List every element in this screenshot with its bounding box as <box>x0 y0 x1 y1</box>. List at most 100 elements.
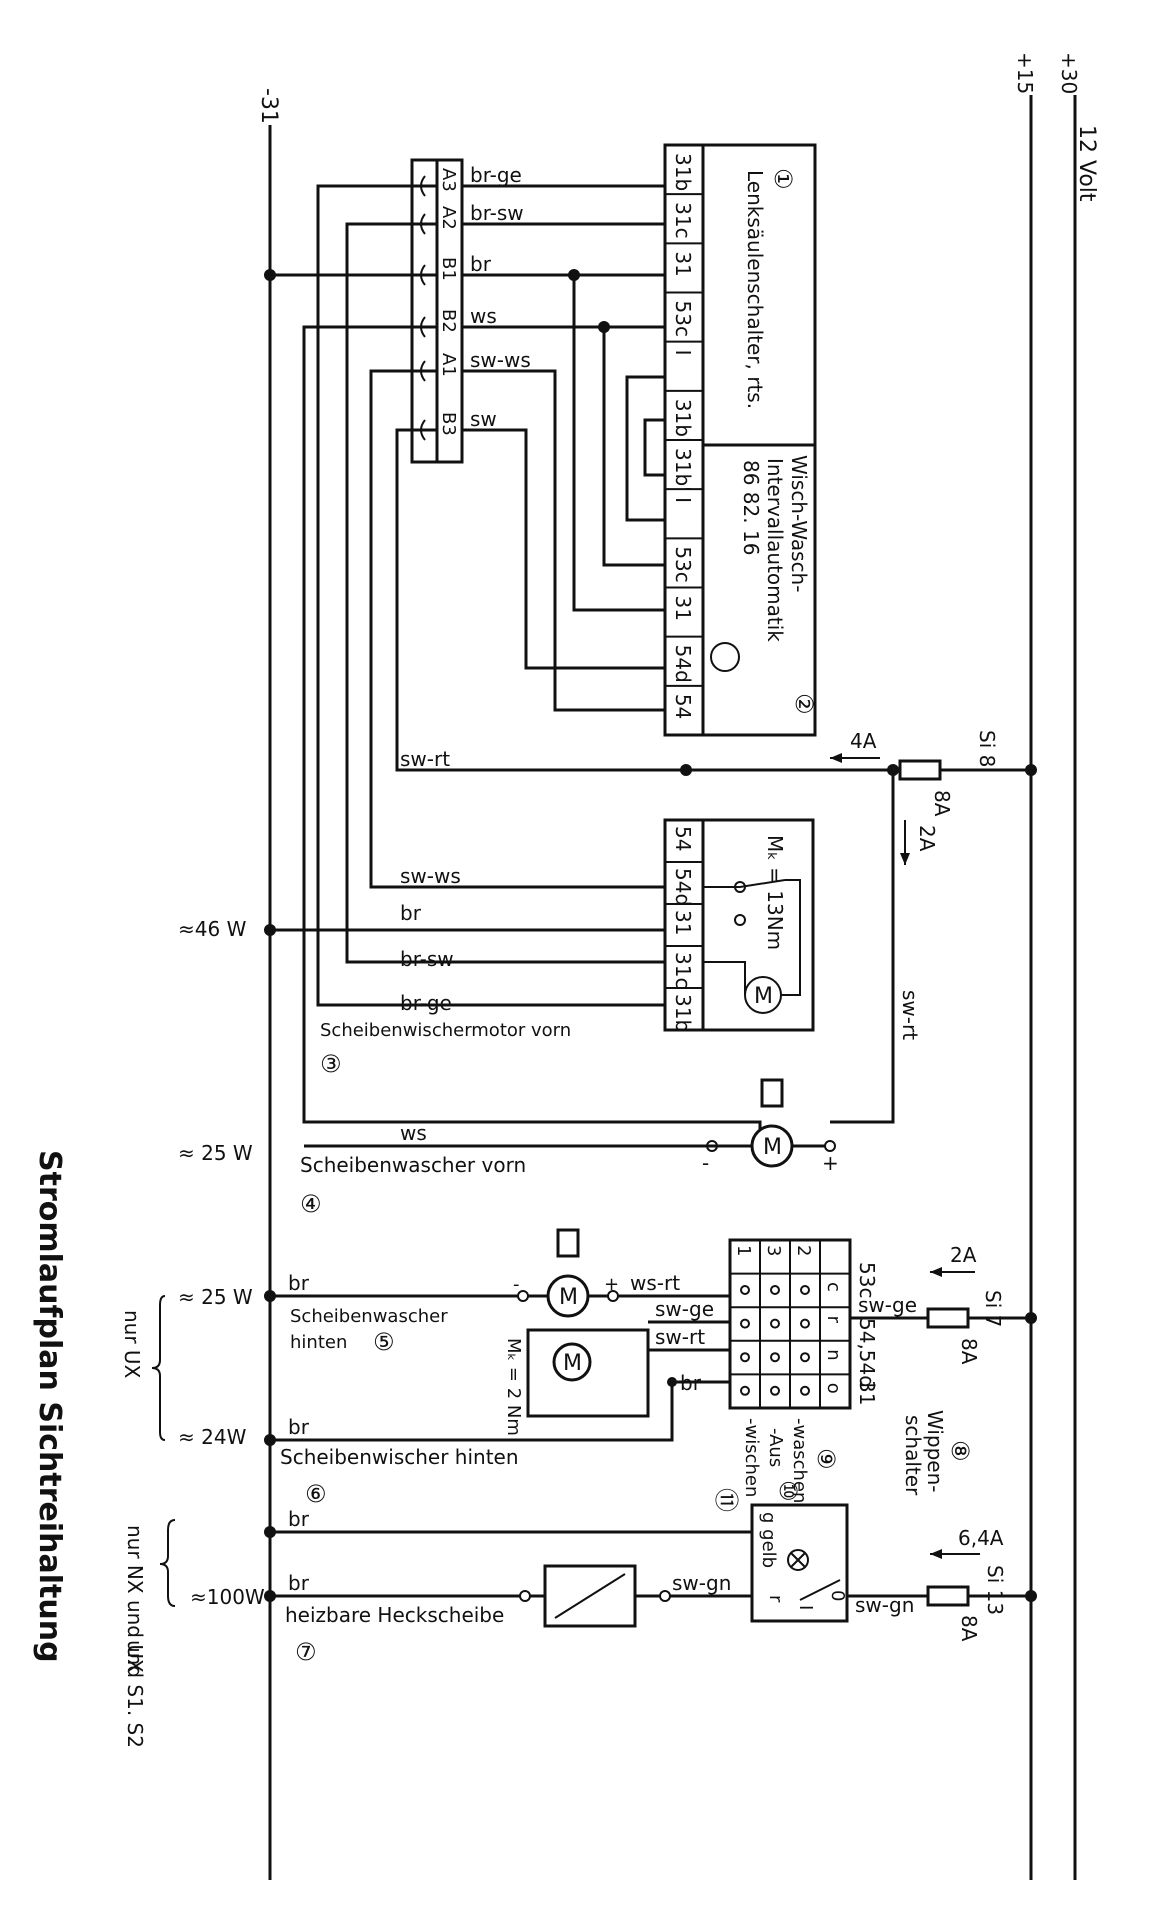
node-ground-c7 <box>264 1590 276 1602</box>
node-plus15-2 <box>1025 1312 1037 1324</box>
switch-contact <box>740 1352 750 1363</box>
node-31 <box>568 269 580 281</box>
c5-number: ⑤ <box>373 1328 395 1356</box>
c3-terminal-label: 31 <box>671 910 695 935</box>
c5-motor-m: M <box>559 1285 578 1310</box>
terminal-label: 31 <box>671 596 695 621</box>
terminal-label: 54d <box>671 645 695 683</box>
c7-term-2 <box>659 1590 671 1602</box>
node-br-c6 <box>667 1377 677 1387</box>
node-plus15-1 <box>1025 764 1037 776</box>
wire-br-c6-label-2: br <box>288 1415 310 1439</box>
c4-number: ④ <box>300 1190 322 1218</box>
wire-ws: ws <box>470 304 497 328</box>
fuse-si7-current: 2A <box>950 1243 977 1267</box>
terminal-label: 31b <box>671 153 695 191</box>
wire-sw-gn-si13-label: sw-gn <box>855 1593 914 1617</box>
node-ground-1 <box>264 269 276 281</box>
c10-lamp <box>787 1549 809 1571</box>
fuse-si7-name: Si 7 <box>981 1290 1005 1327</box>
brace-nx-ux <box>159 1519 176 1607</box>
c2-code: 86 82. 16 <box>739 460 763 555</box>
c3-torque: Mₖ = 13Nm <box>763 835 787 950</box>
switch-col-letter: o <box>823 1383 844 1394</box>
terminal-label: 31c <box>671 202 695 238</box>
c4-motor <box>750 1124 794 1168</box>
diagram-title: Stromlaufplan Sichtreihaltung <box>32 1150 67 1663</box>
c4-term-plus <box>824 1140 836 1152</box>
c6-torque: Mₖ = 2 Nm <box>503 1338 524 1436</box>
wire-sw-rt-c6-label: sw-rt <box>655 1325 705 1349</box>
c1-number: ① <box>769 168 797 190</box>
c9-number: ⑨ <box>812 1448 840 1470</box>
c3-terminal-label: 31c <box>671 952 695 988</box>
c10-switch <box>750 1503 849 1623</box>
c3-terminal-label: 54d <box>671 868 695 906</box>
terminal-label: 54 <box>671 694 695 719</box>
c7-heater-diag <box>554 1573 626 1619</box>
connector-wiring <box>270 184 1031 1148</box>
switch-col-letter: r <box>823 1316 844 1324</box>
switch-col-53c: 53c <box>855 1262 879 1298</box>
fuse-si8-rating: 8A <box>930 790 954 817</box>
switch-contact <box>740 1385 750 1396</box>
switch-contact <box>770 1352 780 1363</box>
c10-name: -Aus <box>765 1428 786 1467</box>
c9-name: -waschen <box>789 1418 810 1503</box>
wire-br-c6-label: br <box>680 1371 702 1395</box>
c5-plus: + <box>604 1274 619 1295</box>
c11-number: ⑪ <box>712 1488 740 1512</box>
c3-switch <box>703 879 786 888</box>
switch-contact <box>740 1318 750 1329</box>
terminal-label: 31 <box>671 251 695 276</box>
c4-pump <box>760 1078 784 1108</box>
wire-sw-ge-c6-label: sw-ge <box>655 1297 714 1321</box>
c11-name: -wischen <box>741 1418 762 1497</box>
node-ground-c6 <box>264 1434 276 1446</box>
c2-number: ② <box>790 693 818 715</box>
node-ground-c7a <box>264 1526 276 1538</box>
c3-terminal-label: 31b <box>671 994 695 1032</box>
node-plus15-3 <box>1025 1590 1037 1602</box>
connector-pin: A3 <box>438 168 459 192</box>
switch-contact <box>770 1318 780 1329</box>
switch-contact <box>800 1285 810 1295</box>
c5-pump <box>556 1228 580 1258</box>
c5-name-1: Scheibenwascher <box>290 1306 448 1327</box>
switch-row-label: 3 <box>763 1245 784 1256</box>
c7-number: ⑦ <box>295 1638 317 1666</box>
c10-number: ⑩ <box>774 1480 802 1502</box>
arrow-2a-si7-head <box>930 1267 942 1277</box>
switch-contact <box>800 1318 810 1329</box>
note-only-nx-ux: nur NX und UX <box>123 1525 147 1673</box>
switch-row-label: 2 <box>793 1245 814 1256</box>
note-and-s1s2: und S1. S2 <box>123 1640 147 1748</box>
fuse-si13-current: 6,4A <box>958 1526 1004 1550</box>
switch-col-31: 31 <box>855 1380 879 1405</box>
c3-name: Scheibenwischermotor vorn <box>320 1020 571 1041</box>
connector-pin: B2 <box>438 309 459 333</box>
wire-br-ge-c3: br-ge <box>400 991 452 1015</box>
c10-pos-i: I <box>795 1605 816 1610</box>
wire-sw-ge-si7-label: sw-ge <box>858 1293 917 1317</box>
c5-name-2: hinten <box>290 1332 347 1353</box>
c6-number: ⑥ <box>305 1480 327 1508</box>
c3-wire-31c <box>703 961 746 995</box>
terminal-label: 53c <box>671 546 695 582</box>
c3-wire-loop <box>781 879 801 996</box>
switch-contact <box>800 1385 810 1396</box>
fuse-si8-current2: 2A <box>915 825 939 852</box>
wire-sw-rt-drop <box>830 770 895 1124</box>
switch-contact <box>770 1385 780 1396</box>
terminal-label: 53c <box>671 301 695 337</box>
c2-name-1: Wisch-Wasch- <box>787 455 811 592</box>
c5-term-minus <box>517 1290 529 1302</box>
label-minus31: -31 <box>256 88 281 124</box>
connector-pin: A1 <box>438 353 459 377</box>
fuse-si7 <box>926 1307 970 1329</box>
fuse-si13 <box>926 1585 970 1607</box>
